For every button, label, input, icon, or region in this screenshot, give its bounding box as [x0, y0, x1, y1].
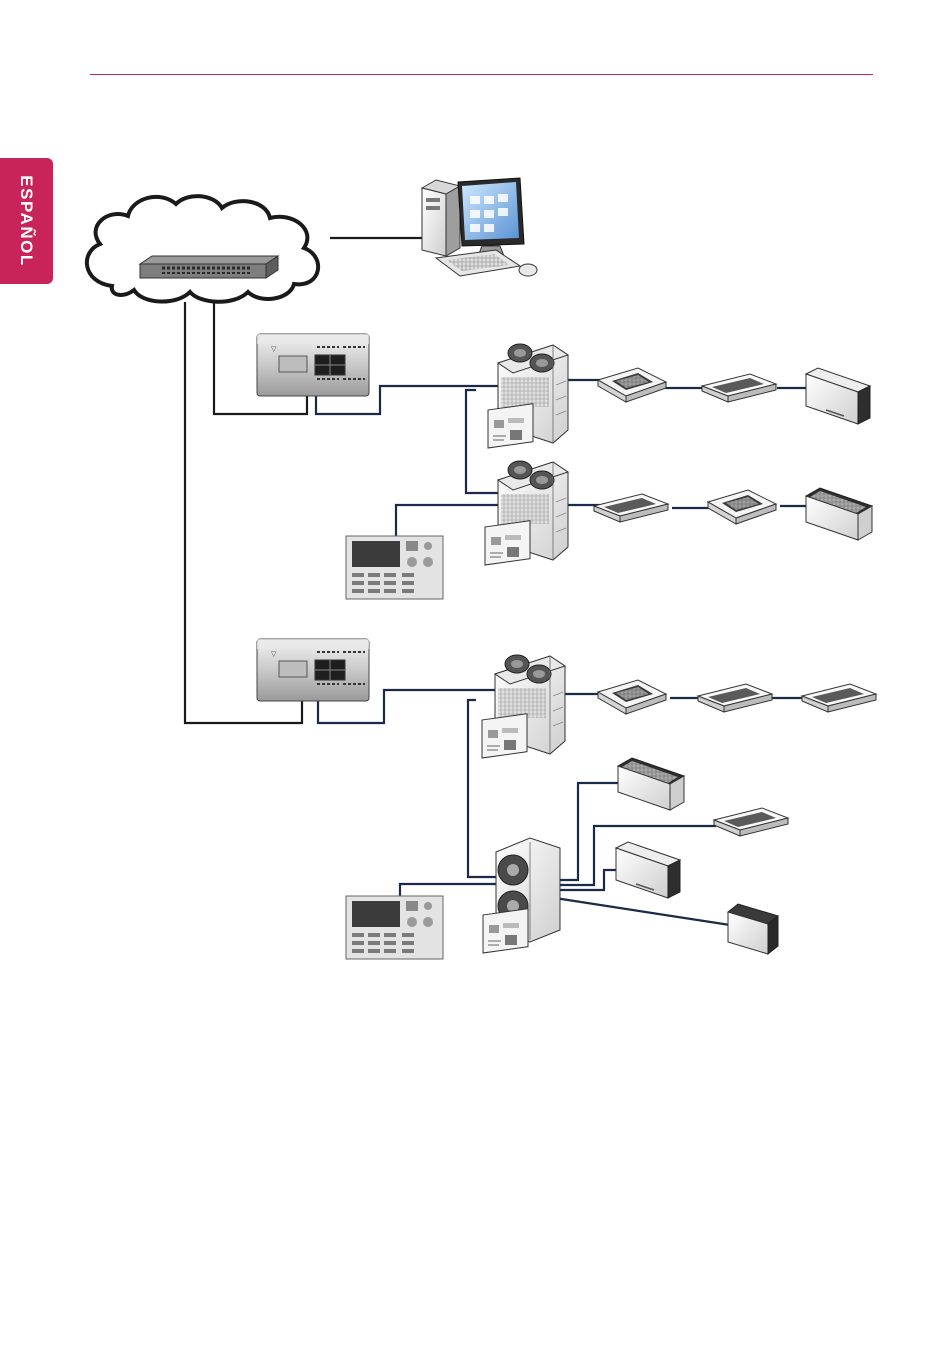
- network-switch: [140, 256, 278, 278]
- wall-mounted-unit: [806, 368, 870, 424]
- outdoor-unit-2: [485, 461, 568, 565]
- signal-lines: [316, 380, 808, 925]
- central-controller-1: [346, 536, 443, 599]
- central-controller-2: [346, 896, 443, 959]
- cassette-unit: [598, 368, 666, 402]
- pc-workstation: [422, 178, 537, 276]
- outdoor-unit-1: [488, 344, 568, 448]
- fan-coil-unit: [728, 904, 778, 954]
- ceiling-unit: [714, 808, 788, 836]
- floor-standing-unit: [806, 488, 872, 540]
- cassette-unit: [598, 680, 666, 714]
- ceiling-unit: [594, 494, 668, 522]
- network-cloud: [87, 196, 318, 302]
- outdoor-unit-4: [483, 838, 560, 953]
- ceiling-unit: [702, 374, 776, 402]
- gateway-module-2: [257, 639, 369, 701]
- floor-standing-unit: [618, 758, 684, 810]
- outdoor-unit-3: [482, 655, 565, 758]
- wall-mounted-unit: [616, 842, 680, 898]
- cassette-unit: [708, 490, 776, 524]
- ceiling-unit: [698, 684, 772, 712]
- gateway-module-1: [257, 334, 369, 396]
- ceiling-unit: [802, 684, 876, 712]
